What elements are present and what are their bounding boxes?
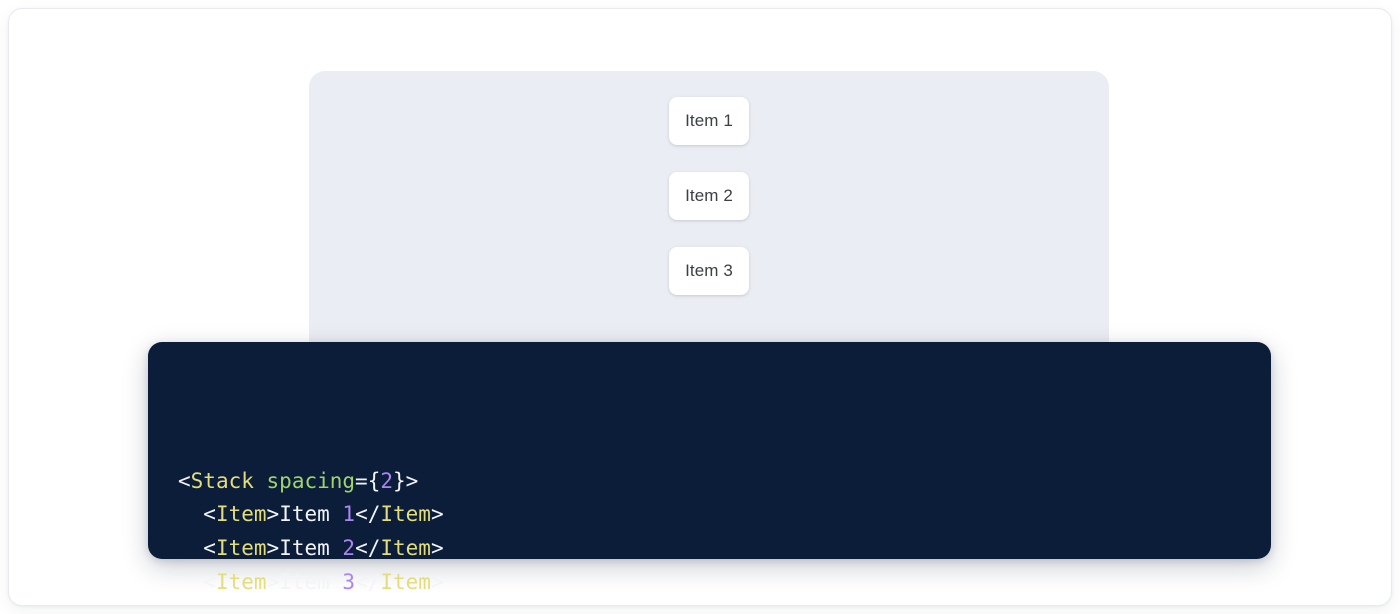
code-token-punct: </ <box>355 535 381 560</box>
code-token-punct: < <box>203 535 216 560</box>
code-token-tag: Item <box>380 569 431 594</box>
code-token-punct: < <box>203 502 216 527</box>
code-token-text: Item <box>279 535 343 560</box>
code-token-punct: < <box>203 569 216 594</box>
code-token-text: Item <box>279 569 343 594</box>
code-line: <Item>Item 1</Item> <box>178 498 1271 532</box>
code-token-punct: = <box>355 468 368 493</box>
component-preview-panel: Item 1 Item 2 Item 3 <box>309 71 1109 371</box>
code-token-attr: spacing <box>266 468 356 493</box>
code-token-punct: > <box>430 502 444 527</box>
code-line: <Item>Item 2</Item> <box>178 532 1271 566</box>
code-token-num: 2 <box>342 535 356 560</box>
code-token-punct: < <box>178 468 191 493</box>
code-block[interactable]: <Stack spacing={2}> <Item>Item 1</Item> … <box>148 342 1271 605</box>
code-token-num: 2 <box>380 468 394 493</box>
code-token-num: 3 <box>342 569 356 594</box>
code-token-punct: > <box>430 535 444 560</box>
code-token-punct: > <box>405 468 419 493</box>
code-line: <Stack spacing={2}> <box>178 465 1271 499</box>
code-token-tag: Stack <box>190 468 254 493</box>
code-token-punct: > <box>430 569 444 594</box>
code-token-text: Item <box>279 502 343 527</box>
code-token-punct: </ <box>178 603 203 605</box>
code-token-punct <box>254 469 267 493</box>
code-token-brace: } <box>393 468 406 493</box>
code-token-punct: > <box>266 569 280 594</box>
code-token-tag: Item <box>215 502 267 527</box>
stack-item[interactable]: Item 3 <box>669 247 749 295</box>
stack-item[interactable]: Item 1 <box>669 97 749 145</box>
code-line: <Item>Item 3</Item> <box>178 566 1271 600</box>
code-token-tag: Item <box>215 569 267 594</box>
code-token-tag: Item <box>380 502 431 527</box>
code-token-punct: > <box>266 502 280 527</box>
stack-container: Item 1 Item 2 Item 3 <box>309 71 1109 295</box>
code-token-punct: </ <box>355 569 381 594</box>
stack-item[interactable]: Item 2 <box>669 172 749 220</box>
code-token-tag: Item <box>215 535 267 560</box>
code-token-punct: > <box>266 535 280 560</box>
code-token-tag: Stack <box>203 603 266 605</box>
code-snippet[interactable]: <Stack spacing={2}> <Item>Item 1</Item> … <box>178 364 1271 605</box>
code-token-tag: Item <box>380 535 431 560</box>
code-line: </Stack> <box>178 599 1271 605</box>
code-token-punct: </ <box>355 502 381 527</box>
code-token-num: 1 <box>342 502 356 527</box>
code-token-brace: { <box>367 468 381 493</box>
code-token-punct: > <box>267 603 280 605</box>
